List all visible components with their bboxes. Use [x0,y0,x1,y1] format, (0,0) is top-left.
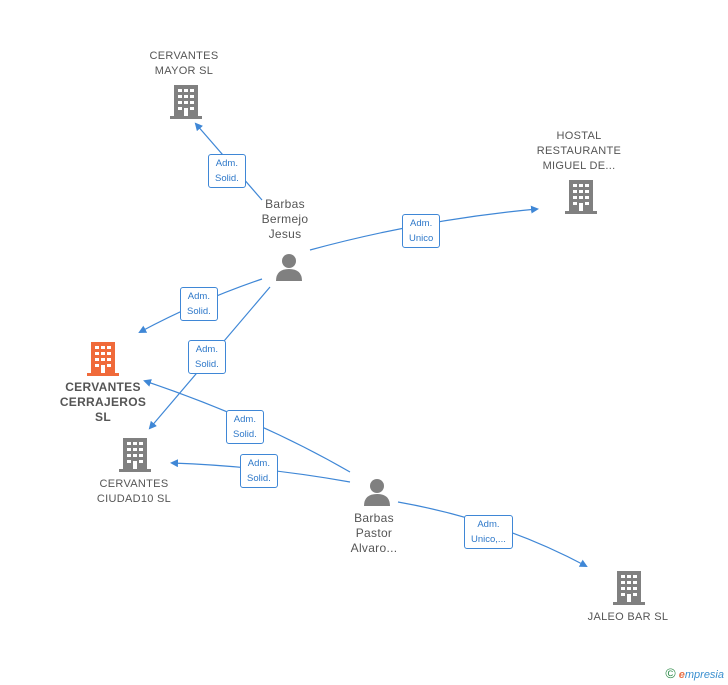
building-icon[interactable] [119,438,151,472]
edge-label-bermejo-mayor[interactable]: Adm. Solid. [208,154,246,188]
edge-label-pastor-ciudad10[interactable]: Adm. Solid. [240,454,278,488]
node-label-ciudad10[interactable]: CERVANTES CIUDAD10 SL [96,478,172,505]
edge-label-bermejo-cerrajeros[interactable]: Adm. Solid. [180,287,218,321]
person-icon[interactable] [274,252,304,282]
person-icon[interactable] [362,477,392,507]
edge-label-bermejo-ciudad10[interactable]: Adm. Solid. [188,340,226,374]
node-label-barbas-pastor[interactable]: Barbas Pastor Alvaro... [350,511,398,555]
building-icon[interactable] [613,571,645,605]
node-label-cerrajeros[interactable]: CERVANTES CERRAJEROS SL [59,380,147,424]
node-label-hostal[interactable]: HOSTAL RESTAURANTE MIGUEL DE... [536,130,622,172]
edge-label-bermejo-hostal[interactable]: Adm. Unico [402,214,441,248]
brand-logo-e: e [678,669,685,681]
edge-label-pastor-jaleo[interactable]: Adm. Unico,... [464,515,513,549]
building-icon[interactable] [565,180,597,214]
node-label-cervantes-mayor[interactable]: CERVANTES MAYOR SL [149,50,219,77]
node-label-jaleo[interactable]: JALEO BAR SL [587,611,669,623]
brand-logo-text: mpresia [684,669,724,681]
copyright-icon: © [665,665,676,681]
brand-footer: © empresia [665,665,724,681]
building-icon-main[interactable] [87,342,119,376]
building-icon[interactable] [170,85,202,119]
node-label-barbas-bermejo[interactable]: Barbas Bermejo Jesus [261,197,309,241]
edge-label-pastor-cerrajeros[interactable]: Adm. Solid. [226,410,264,444]
